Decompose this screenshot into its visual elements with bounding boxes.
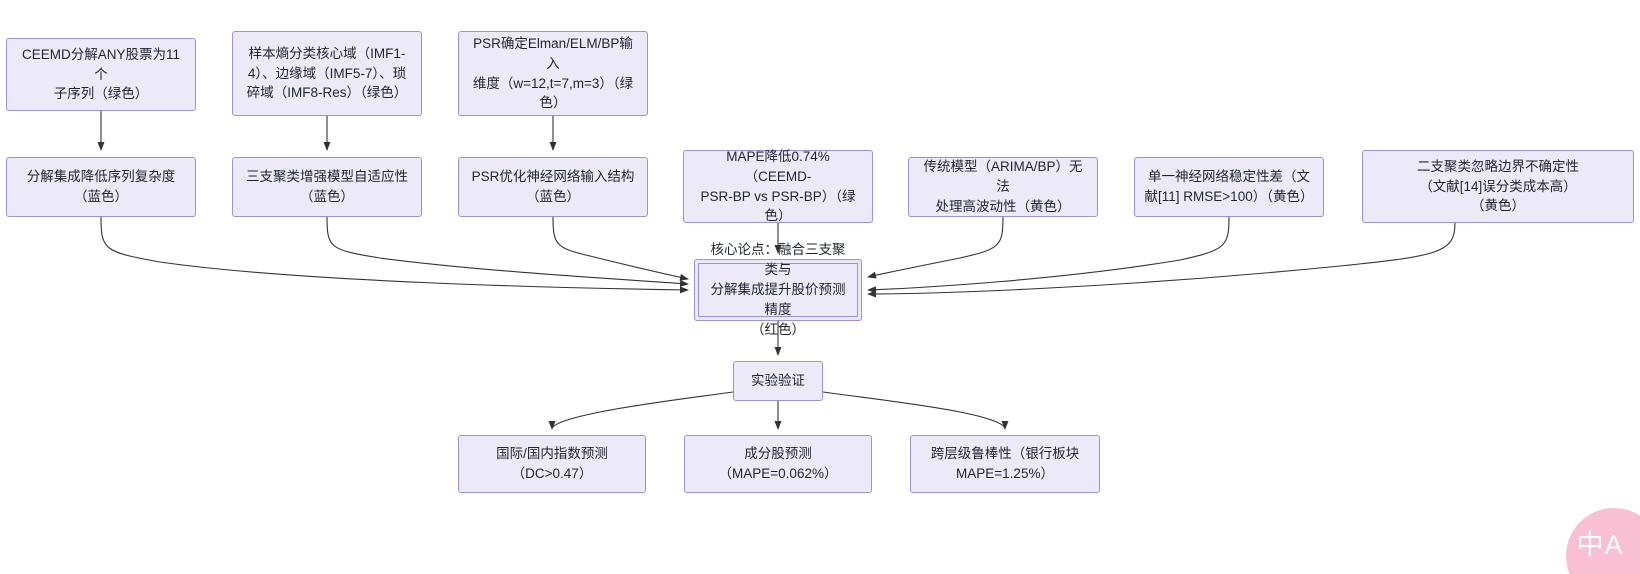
node-cross-layer-robust[interactable]: 跨层级鲁棒性（银行板块 MAPE=1.25%） [910, 435, 1100, 493]
edge-decomp-complexity-to-core-claim [100, 216, 689, 294]
edge-experiment-to-cross-layer-robust [822, 391, 1009, 430]
node-label-constituent-forecast: 成分股预测 （MAPE=0.062%） [718, 446, 838, 481]
edge-single-nn-to-core-claim [867, 216, 1230, 294]
node-label-traditional-model: 传统模型（ARIMA/BP）无法 处理高波动性（黄色） [923, 159, 1083, 214]
node-psr-dim[interactable]: PSR确定Elman/ELM/BP输入 维度（w=12,t=7,m=3）（绿 色… [458, 31, 648, 116]
node-label-mape-drop: MAPE降低0.74%（CEEMD- PSR-BP vs PSR-BP）（绿 色… [700, 148, 856, 224]
node-label-experiment: 实验验证 [751, 373, 805, 389]
node-three-way-adapt[interactable]: 三支聚类增强模型自适应性 （蓝色） [232, 157, 422, 217]
node-decomp-complexity[interactable]: 分解集成降低序列复杂度 （蓝色） [6, 157, 196, 217]
node-psr-optimize[interactable]: PSR优化神经网络输入结构 （蓝色） [458, 157, 648, 217]
edge-psr-optimize-to-core-claim [552, 216, 689, 281]
edge-two-way-cluster-to-core-claim [867, 222, 1456, 298]
node-label-psr-dim: PSR确定Elman/ELM/BP输入 维度（w=12,t=7,m=3）（绿 色… [472, 35, 634, 111]
node-core-claim[interactable]: 核心论点：融合三支聚类与 分解集成提升股价预测精度 （红色） [694, 242, 862, 337]
node-label-two-way-cluster: 二支聚类忽略边界不确定性 （文献[14]误分类成本高） （黄色） [1417, 158, 1579, 214]
edge-experiment-to-index-forecast [548, 391, 734, 430]
node-label-psr-optimize: PSR优化神经网络输入结构 （蓝色） [471, 169, 635, 204]
edge-three-way-adapt-to-core-claim [326, 216, 689, 287]
node-index-forecast[interactable]: 国际/国内指数预测 （DC>0.47） [458, 435, 646, 493]
node-mape-drop[interactable]: MAPE降低0.74%（CEEMD- PSR-BP vs PSR-BP）（绿 色… [683, 149, 873, 223]
node-label-single-nn: 单一神经网络稳定性差（文 献[11] RMSE>100）（黄色） [1144, 169, 1314, 204]
watermark-label: 中A [1576, 529, 1624, 560]
node-label-sample-entropy: 样本熵分类核心域（IMF1- 4）、边缘域（IMF5-7）、琐 碎域（IMF8-… [246, 45, 408, 101]
watermark: 中A [1566, 508, 1640, 574]
node-label-core-claim: 核心论点：融合三支聚类与 分解集成提升股价预测精度 （红色） [710, 242, 846, 337]
node-experiment[interactable]: 实验验证 [733, 361, 823, 401]
node-ceemd[interactable]: CEEMD分解ANY股票为11个 子序列（绿色） [6, 38, 196, 111]
node-single-nn[interactable]: 单一神经网络稳定性差（文 献[11] RMSE>100）（黄色） [1134, 157, 1324, 217]
edge-traditional-model-to-core-claim [867, 216, 1004, 279]
node-label-index-forecast: 国际/国内指数预测 （DC>0.47） [496, 446, 608, 481]
node-sample-entropy[interactable]: 样本熵分类核心域（IMF1- 4）、边缘域（IMF5-7）、琐 碎域（IMF8-… [232, 31, 422, 116]
node-constituent-forecast[interactable]: 成分股预测 （MAPE=0.062%） [684, 435, 872, 493]
node-traditional-model[interactable]: 传统模型（ARIMA/BP）无法 处理高波动性（黄色） [908, 157, 1098, 217]
node-label-decomp-complexity: 分解集成降低序列复杂度 （蓝色） [26, 169, 176, 204]
node-label-three-way-adapt: 三支聚类增强模型自适应性 （蓝色） [246, 169, 408, 204]
node-label-ceemd: CEEMD分解ANY股票为11个 子序列（绿色） [21, 46, 181, 102]
node-two-way-cluster[interactable]: 二支聚类忽略边界不确定性 （文献[14]误分类成本高） （黄色） [1362, 150, 1634, 223]
node-label-cross-layer-robust: 跨层级鲁棒性（银行板块 MAPE=1.25%） [930, 446, 1080, 481]
